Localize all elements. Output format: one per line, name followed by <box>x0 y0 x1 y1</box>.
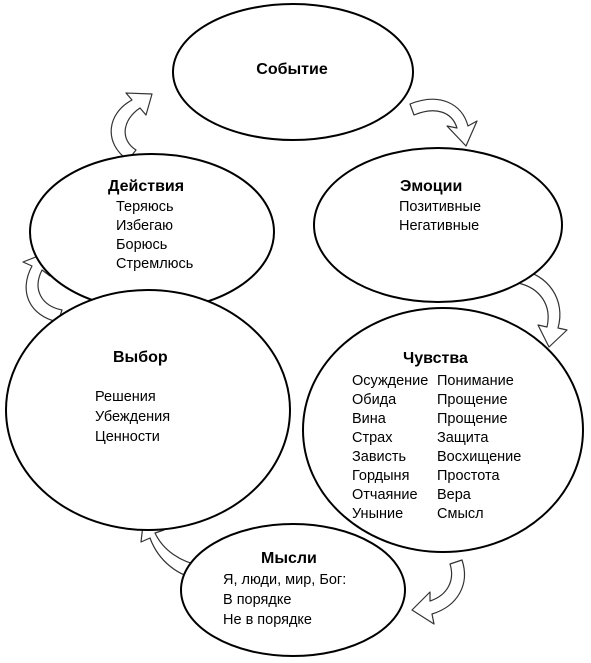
feeling-negative: Осуждение <box>352 373 428 389</box>
node-thoughts-ellipse <box>180 523 406 657</box>
node-thoughts-item: Я, люди, мир, Бог: <box>223 572 346 588</box>
node-feelings-title: Чувства <box>403 350 468 367</box>
feeling-positive: Защита <box>437 430 489 446</box>
node-event: Событие <box>172 3 414 141</box>
node-thoughts-title: Мысли <box>261 550 317 567</box>
feeling-positive: Прощение <box>437 392 508 408</box>
node-emotions-item: Позитивные <box>399 199 481 215</box>
node-choice-title: Выбор <box>113 349 168 366</box>
node-actions-item: Теряюсь <box>116 199 174 215</box>
feeling-positive: Простота <box>437 468 501 484</box>
node-thoughts-item: Не в порядке <box>223 612 312 628</box>
node-choice-item: Убеждения <box>95 409 170 425</box>
arrow-actions-to-event <box>110 92 153 161</box>
feelings-right-column: Понимание Прощение Прощение Защита Восхи… <box>437 373 521 522</box>
arrow-feelings-to-thoughts <box>411 559 466 625</box>
node-thoughts: Мысли Я, люди, мир, Бог: В порядке Не в … <box>180 523 406 657</box>
node-actions-item: Избегаю <box>116 218 173 234</box>
feelings-left-column: Осуждение Обида Вина Страх Зависть Горды… <box>352 373 428 522</box>
node-feelings: Чувства Осуждение Обида Вина Страх Завис… <box>302 307 584 553</box>
node-actions: Действия Теряюсь Избегаю Борюсь Стремлюс… <box>29 153 275 311</box>
feeling-negative: Обида <box>352 392 397 408</box>
node-feelings-ellipse <box>302 307 584 553</box>
node-choice-item: Решения <box>95 389 156 405</box>
node-actions-title: Действия <box>108 178 184 195</box>
feeling-negative: Отчаяние <box>352 487 418 503</box>
node-emotions-ellipse <box>313 147 563 303</box>
feeling-positive: Прощение <box>437 411 508 427</box>
node-event-title: Событие <box>256 61 328 78</box>
node-choice-ellipse <box>5 289 291 531</box>
feeling-negative: Уныние <box>352 506 403 522</box>
feeling-negative: Гордыня <box>352 468 409 484</box>
arrow-choice-to-actions <box>22 252 63 323</box>
arrow-emotions-to-feelings <box>517 269 568 348</box>
node-thoughts-item: В порядке <box>223 592 291 608</box>
node-emotions: Эмоции Позитивные Негативные <box>313 147 563 303</box>
node-choice-item: Ценности <box>95 429 160 445</box>
node-event-ellipse <box>172 3 414 141</box>
arrow-event-to-emotions <box>409 98 478 147</box>
feeling-negative: Зависть <box>352 449 406 465</box>
feeling-negative: Страх <box>352 430 393 446</box>
node-actions-item: Стремлюсь <box>116 256 193 272</box>
feeling-positive: Восхищение <box>437 449 521 465</box>
feeling-positive: Понимание <box>437 373 514 389</box>
node-choice: Выбор Решения Убеждения Ценности <box>5 289 291 531</box>
feeling-positive: Вера <box>437 487 472 503</box>
feeling-negative: Вина <box>352 411 387 427</box>
feeling-positive: Смысл <box>437 506 484 522</box>
node-emotions-item: Негативные <box>399 218 479 234</box>
node-actions-item: Борюсь <box>116 237 167 253</box>
node-emotions-title: Эмоции <box>400 178 462 195</box>
